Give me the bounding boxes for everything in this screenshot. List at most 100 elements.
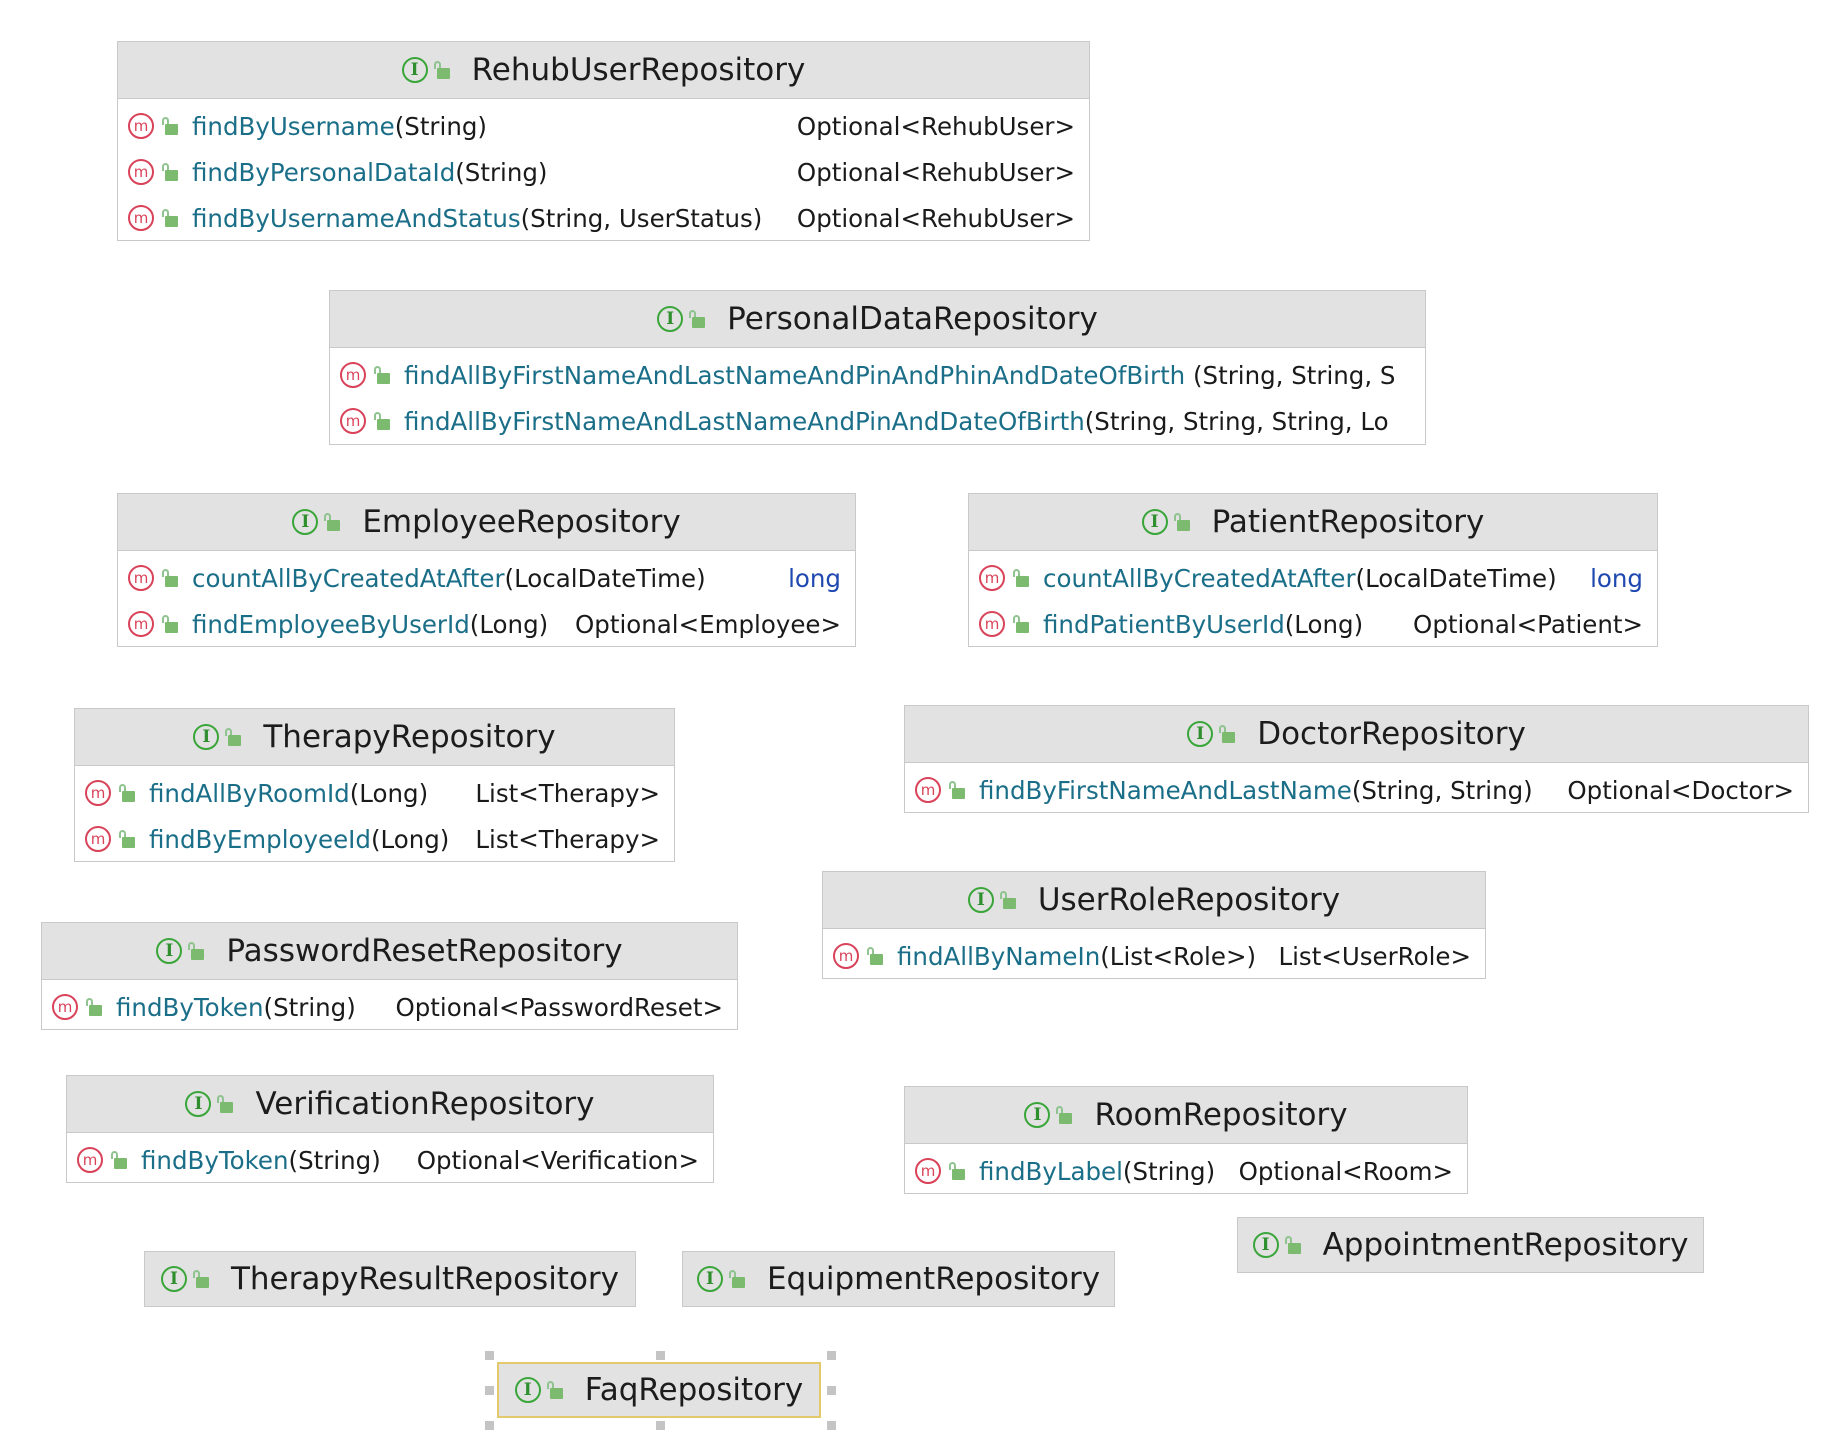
class-header[interactable]: I EquipmentRepository bbox=[683, 1252, 1114, 1306]
method-icon: m bbox=[979, 611, 1005, 637]
public-lock-icon bbox=[217, 1095, 234, 1113]
method-row[interactable]: m findByUsernameAndStatus (String, UserS… bbox=[118, 195, 1089, 241]
public-lock-icon bbox=[689, 310, 706, 328]
resize-handle-top[interactable] bbox=[656, 1351, 665, 1360]
class-name: UserRoleRepository bbox=[1037, 882, 1341, 918]
interface-icon: I bbox=[657, 306, 684, 332]
method-return-type: Optional<RehubUser> bbox=[796, 157, 1075, 187]
uml-class-verification-repository[interactable]: I VerificationRepository m findByToken (… bbox=[66, 1075, 714, 1183]
class-name: PersonalDataRepository bbox=[727, 301, 1098, 337]
method-return-type: Optional<Employee> bbox=[575, 609, 841, 639]
interface-icon: I bbox=[1024, 1102, 1051, 1128]
method-name: countAllByCreatedAtAfter bbox=[192, 563, 505, 593]
uml-class-patient-repository[interactable]: I PatientRepository m countAllByCreatedA… bbox=[968, 493, 1658, 647]
method-name: findByPersonalDataId bbox=[192, 157, 456, 187]
uml-class-personal-data-repository[interactable]: I PersonalDataRepository m findAllByFirs… bbox=[329, 290, 1426, 445]
method-return-type: Optional<Patient> bbox=[1413, 609, 1643, 639]
class-header[interactable]: I PersonalDataRepository bbox=[330, 291, 1425, 348]
method-icon: m bbox=[85, 780, 111, 806]
method-row[interactable]: m findByToken (String) Optional<Verifica… bbox=[67, 1137, 713, 1183]
class-header[interactable]: I UserRoleRepository bbox=[823, 872, 1485, 929]
class-header[interactable]: I TherapyResultRepository bbox=[145, 1252, 635, 1306]
method-row[interactable]: m findByFirstNameAndLastName (String, St… bbox=[905, 767, 1808, 813]
uml-class-equipment-repository[interactable]: I EquipmentRepository bbox=[682, 1251, 1115, 1307]
uml-class-rehub-user-repository[interactable]: I RehubUserRepository m findByUsername (… bbox=[117, 41, 1090, 241]
method-params: (String) bbox=[263, 992, 356, 1022]
class-header[interactable]: I PatientRepository bbox=[969, 494, 1657, 551]
method-row[interactable]: m findEmployeeByUserId (Long) Optional<E… bbox=[118, 601, 855, 647]
method-row[interactable]: m findAllByRoomId (Long) List<Therapy> bbox=[75, 770, 674, 816]
method-name: findByToken bbox=[141, 1145, 289, 1175]
method-params: (Long) bbox=[1284, 609, 1364, 639]
method-row[interactable]: m findAllByFirstNameAndLastNameAndPinAnd… bbox=[330, 352, 1425, 398]
public-lock-icon bbox=[192, 1270, 209, 1288]
public-lock-icon bbox=[546, 1381, 563, 1399]
uml-class-employee-repository[interactable]: I EmployeeRepository m countAllByCreated… bbox=[117, 493, 856, 647]
uml-class-password-reset-repository[interactable]: I PasswordResetRepository m findByToken … bbox=[41, 922, 738, 1030]
public-lock-icon bbox=[324, 513, 341, 531]
method-row[interactable]: m countAllByCreatedAtAfter (LocalDateTim… bbox=[118, 555, 855, 601]
method-row[interactable]: m findByLabel (String) Optional<Room> bbox=[905, 1148, 1467, 1194]
method-row[interactable]: m countAllByCreatedAtAfter (LocalDateTim… bbox=[969, 555, 1657, 601]
interface-icon: I bbox=[1252, 1232, 1279, 1258]
uml-class-therapy-result-repository[interactable]: I TherapyResultRepository bbox=[144, 1251, 636, 1307]
uml-class-doctor-repository[interactable]: I DoctorRepository m findByFirstNameAndL… bbox=[904, 705, 1809, 813]
uml-class-therapy-repository[interactable]: I TherapyRepository m findAllByRoomId (L… bbox=[74, 708, 675, 862]
resize-handle-bottom-left[interactable] bbox=[485, 1421, 494, 1430]
interface-icon: I bbox=[1187, 721, 1214, 747]
method-icon: m bbox=[128, 159, 154, 185]
method-return-type: List<UserRole> bbox=[1278, 941, 1471, 971]
uml-class-room-repository[interactable]: I RoomRepository m findByLabel (String) … bbox=[904, 1086, 1468, 1194]
method-row[interactable]: m findByToken (String) Optional<Password… bbox=[42, 984, 737, 1030]
class-header[interactable]: I AppointmentRepository bbox=[1238, 1218, 1703, 1272]
uml-class-faq-repository[interactable]: I FaqRepository bbox=[497, 1362, 821, 1418]
class-name: AppointmentRepository bbox=[1322, 1227, 1689, 1263]
class-header[interactable]: I DoctorRepository bbox=[905, 706, 1808, 763]
public-lock-icon bbox=[1013, 615, 1029, 633]
public-lock-icon bbox=[188, 942, 205, 960]
interface-icon: I bbox=[156, 938, 183, 964]
resize-handle-top-left[interactable] bbox=[485, 1351, 494, 1360]
resize-handle-right[interactable] bbox=[827, 1386, 836, 1395]
class-header[interactable]: I PasswordResetRepository bbox=[42, 923, 737, 980]
uml-class-user-role-repository[interactable]: I UserRoleRepository m findAllByNameIn (… bbox=[822, 871, 1486, 979]
public-lock-icon bbox=[374, 412, 390, 430]
method-row[interactable]: m findAllByFirstNameAndLastNameAndPinAnd… bbox=[330, 398, 1425, 444]
method-name: findByLabel bbox=[979, 1156, 1123, 1186]
method-name: findByToken bbox=[116, 992, 264, 1022]
class-header[interactable]: I VerificationRepository bbox=[67, 1076, 713, 1133]
method-return-type: long bbox=[788, 563, 841, 593]
method-params: (LocalDateTime) bbox=[1355, 563, 1557, 593]
resize-handle-bottom-right[interactable] bbox=[827, 1421, 836, 1430]
method-params: (Long) bbox=[349, 778, 429, 808]
class-header[interactable]: I RehubUserRepository bbox=[118, 42, 1089, 99]
interface-icon: I bbox=[401, 57, 428, 83]
public-lock-icon bbox=[374, 366, 390, 384]
class-name: RoomRepository bbox=[1094, 1097, 1348, 1133]
method-row[interactable]: m findPatientByUserId (Long) Optional<Pa… bbox=[969, 601, 1657, 647]
class-header[interactable]: I RoomRepository bbox=[905, 1087, 1467, 1144]
method-row[interactable]: m findByPersonalDataId (String) Optional… bbox=[118, 149, 1089, 195]
method-params: (String) bbox=[394, 111, 487, 141]
method-row[interactable]: m findByUsername (String) Optional<Rehub… bbox=[118, 103, 1089, 149]
resize-handle-bottom[interactable] bbox=[656, 1421, 665, 1430]
method-icon: m bbox=[128, 611, 154, 637]
method-row[interactable]: m findByEmployeeId (Long) List<Therapy> bbox=[75, 816, 674, 862]
method-params: (List<Role>) bbox=[1100, 941, 1257, 971]
method-name: findAllByNameIn bbox=[897, 941, 1101, 971]
public-lock-icon bbox=[111, 1151, 127, 1169]
class-header[interactable]: I FaqRepository bbox=[499, 1364, 819, 1416]
class-name: TherapyResultRepository bbox=[230, 1261, 620, 1297]
resize-handle-top-right[interactable] bbox=[827, 1351, 836, 1360]
method-row[interactable]: m findAllByNameIn (List<Role>) List<User… bbox=[823, 933, 1485, 979]
class-header[interactable]: I EmployeeRepository bbox=[118, 494, 855, 551]
interface-icon: I bbox=[696, 1266, 723, 1292]
public-lock-icon bbox=[162, 615, 178, 633]
resize-handle-left[interactable] bbox=[485, 1386, 494, 1395]
uml-class-appointment-repository[interactable]: I AppointmentRepository bbox=[1237, 1217, 1704, 1273]
method-return-type: Optional<PasswordReset> bbox=[395, 992, 723, 1022]
method-icon: m bbox=[52, 994, 78, 1020]
method-params: (String) bbox=[288, 1145, 381, 1175]
method-return-type: long bbox=[1590, 563, 1643, 593]
class-header[interactable]: I TherapyRepository bbox=[75, 709, 674, 766]
